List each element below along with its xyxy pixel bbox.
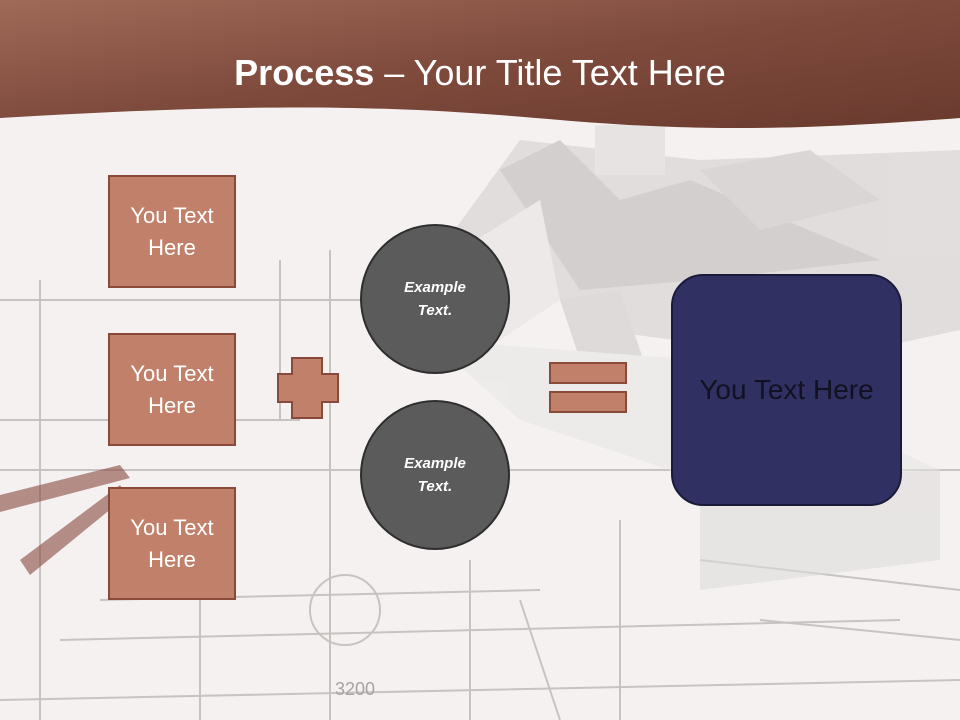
title-bold: Process — [234, 52, 375, 93]
input-box-2: You Text Here — [108, 333, 236, 446]
example-circle-2: Example Text. — [360, 400, 510, 550]
pen-illustration — [0, 465, 130, 575]
input-box-1: You Text Here — [108, 175, 236, 288]
svg-text:3200: 3200 — [335, 679, 375, 699]
result-box: You Text Here — [671, 274, 902, 506]
equals-icon — [549, 362, 627, 413]
input-box-3: You Text Here — [108, 487, 236, 600]
header-band — [0, 0, 960, 129]
example-circle-1: Example Text. — [360, 224, 510, 374]
title-rest: – Your Title Text Here — [374, 52, 726, 93]
slide-title: Process – Your Title Text Here — [0, 52, 960, 94]
plus-icon — [277, 357, 339, 419]
